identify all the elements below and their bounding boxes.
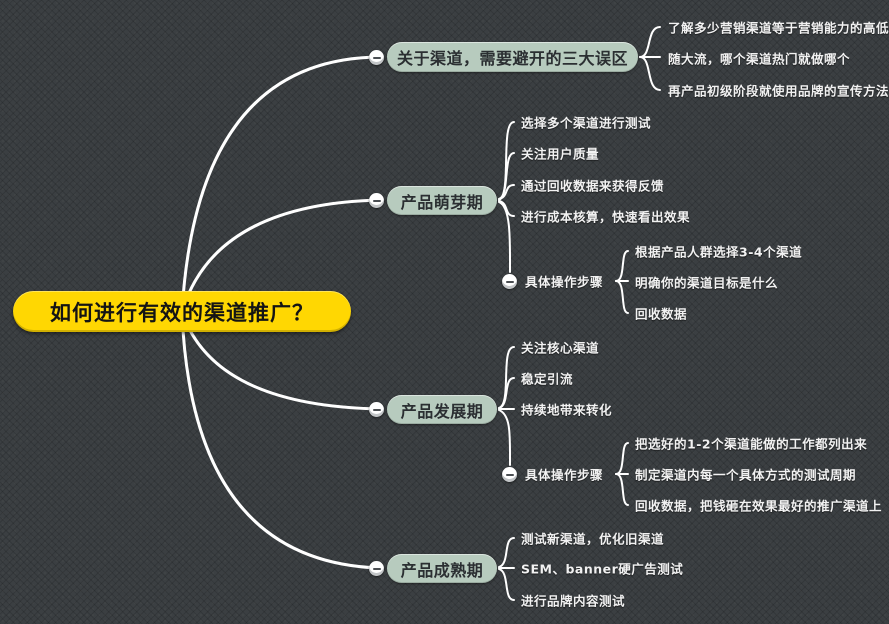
subtopic[interactable]: 明确你的渠道目标是什么: [635, 275, 779, 291]
subtopic[interactable]: 持续地带来转化: [521, 402, 613, 418]
subtopic[interactable]: 随大流，哪个渠道热门就做哪个: [668, 51, 851, 67]
subtopic[interactable]: 测试新渠道，优化旧渠道: [521, 531, 665, 547]
minus-icon: [372, 199, 381, 202]
minus-icon: [372, 56, 381, 59]
subtopic[interactable]: SEM、banner硬广告测试: [521, 561, 684, 577]
subtopic[interactable]: 关注用户质量: [521, 146, 600, 162]
collapse-marker[interactable]: [369, 402, 384, 417]
collapse-marker[interactable]: [502, 274, 517, 289]
subtopic[interactable]: 进行品牌内容测试: [521, 593, 626, 609]
subtopic[interactable]: 再产品初级阶段就使用品牌的宣传方法: [668, 83, 889, 99]
subtopic[interactable]: 关注核心渠道: [521, 340, 600, 356]
subtopic-steps[interactable]: 具体操作步骤: [525, 467, 604, 483]
subtopic[interactable]: 了解多少营销渠道等于营销能力的高低: [668, 20, 889, 36]
subtopic[interactable]: 进行成本核算，快速看出效果: [521, 209, 691, 225]
subtopic[interactable]: 把选好的1-2个渠道能做的工作都列出来: [635, 436, 868, 452]
subtopic[interactable]: 根据产品人群选择3-4个渠道: [635, 244, 803, 260]
collapse-marker[interactable]: [369, 561, 384, 576]
root-topic[interactable]: 如何进行有效的渠道推广？: [13, 291, 351, 332]
minus-icon: [505, 473, 514, 476]
minus-icon: [372, 567, 381, 570]
child-connectors: [498, 26, 661, 601]
subtopic[interactable]: 通过回收数据来获得反馈: [521, 178, 665, 194]
collapse-marker[interactable]: [502, 467, 517, 482]
branch-topic-seed-stage[interactable]: 产品萌芽期: [387, 186, 497, 215]
branch-topic-mature-stage[interactable]: 产品成熟期: [387, 554, 497, 583]
branch-topic-misconceptions[interactable]: 关于渠道，需要避开的三大误区: [387, 42, 638, 72]
subtopic[interactable]: 制定渠道内每一个具体方式的测试周期: [635, 467, 857, 483]
branch-topic-growth-stage[interactable]: 产品发展期: [387, 395, 497, 424]
minus-icon: [505, 280, 514, 283]
main-branch-connectors: [180, 55, 382, 570]
minus-icon: [372, 408, 381, 411]
collapse-marker[interactable]: [369, 50, 384, 65]
collapse-marker[interactable]: [369, 193, 384, 208]
subtopic[interactable]: 选择多个渠道进行测试: [521, 115, 652, 131]
subtopic-steps[interactable]: 具体操作步骤: [525, 274, 604, 290]
subtopic[interactable]: 稳定引流: [521, 371, 574, 387]
subtopic[interactable]: 回收数据: [635, 306, 688, 322]
subtopic[interactable]: 回收数据，把钱砸在效果最好的推广渠道上: [635, 498, 883, 514]
